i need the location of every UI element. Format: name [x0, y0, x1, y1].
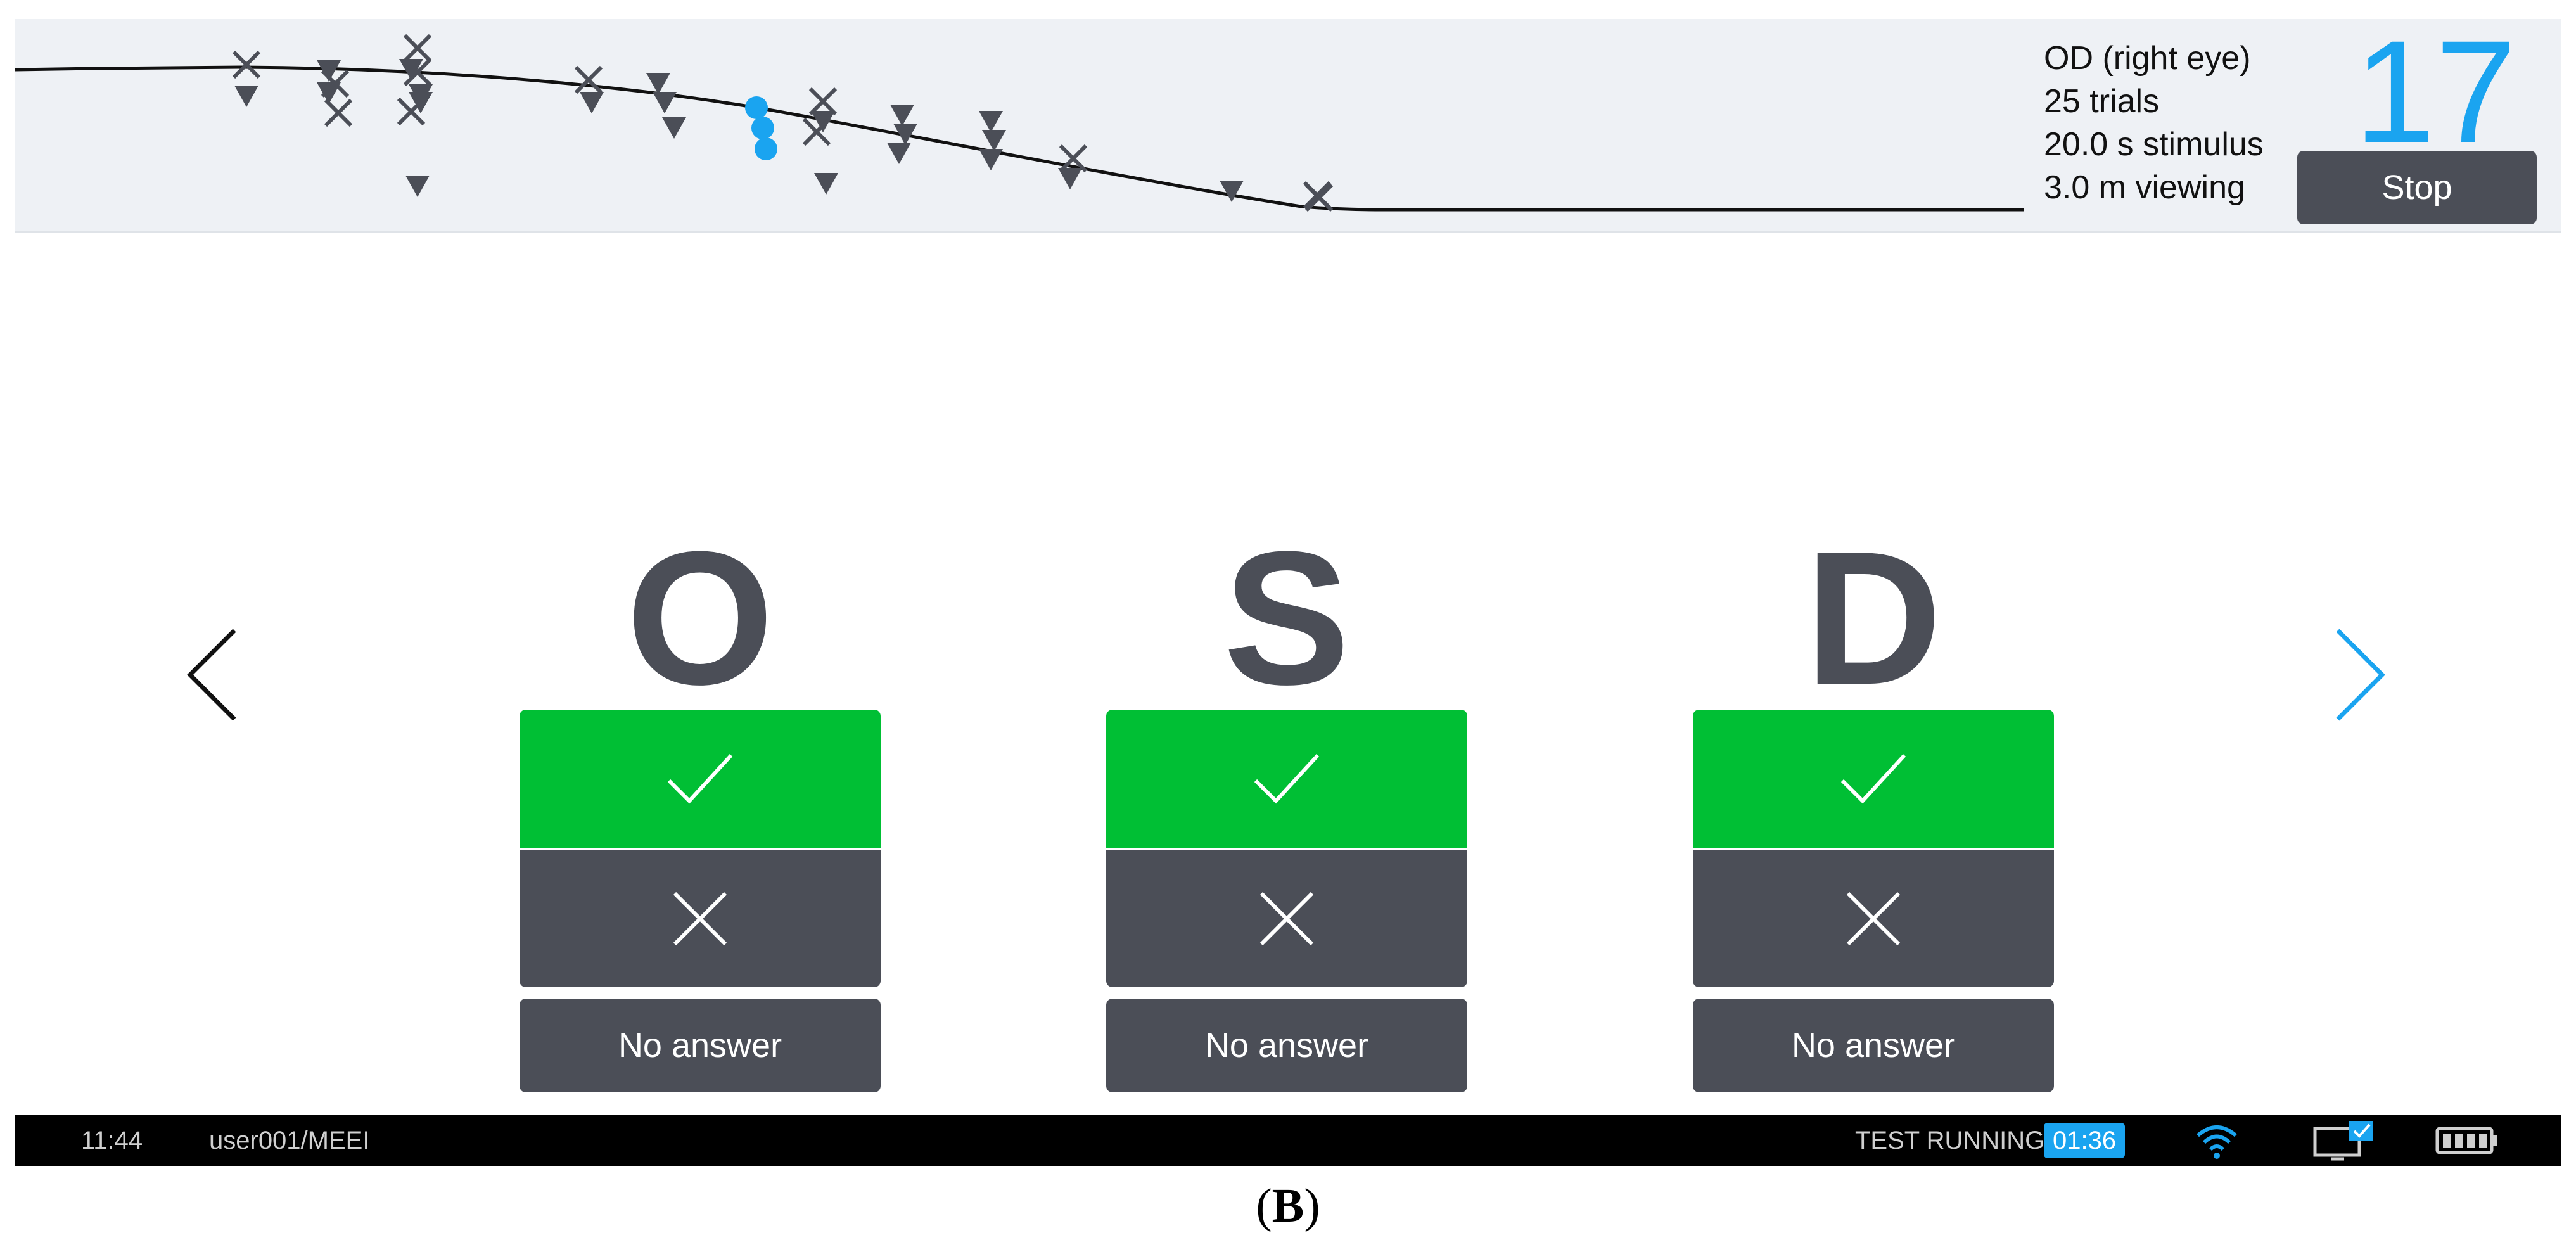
trial-marker-triangle [405, 176, 430, 197]
correct-button[interactable] [1693, 710, 2054, 848]
check-icon [667, 753, 733, 804]
chevron-right-icon[interactable] [2331, 627, 2388, 726]
no-answer-button[interactable]: No answer [1693, 999, 2054, 1092]
trial-marker-triangle [979, 111, 1003, 132]
wrong-button[interactable] [1106, 850, 1467, 987]
stimulus-label: 20.0 s stimulus [2044, 126, 2264, 163]
correct-button[interactable] [1106, 710, 1467, 848]
check-icon [1840, 753, 1906, 804]
trial-marker-triangle [890, 105, 914, 126]
trial-marker-triangle [399, 59, 423, 80]
trial-marker-triangle [317, 60, 341, 82]
staircase-panel: OD (right eye) 25 trials 20.0 s stimulus… [15, 19, 2561, 233]
trial-marker-cross [403, 58, 432, 87]
trial-marker-triangle [653, 92, 677, 113]
check-icon [1254, 753, 1320, 804]
test-timer: 01:36 [2044, 1123, 2126, 1158]
trial-marker-triangle [646, 73, 670, 94]
clock: 11:44 [81, 1126, 143, 1154]
letter-column-2: S No answer [1106, 511, 1467, 1092]
correct-button[interactable] [520, 710, 881, 848]
trial-marker-triangle [1058, 168, 1082, 189]
close-icon [1846, 892, 1901, 946]
letter-glyph: S [1223, 511, 1351, 724]
no-answer-button[interactable]: No answer [520, 999, 881, 1092]
figure-caption: (B) [1256, 1179, 1320, 1232]
current-trial-marker [755, 137, 777, 160]
trial-marker-cross [232, 50, 261, 79]
trial-marker-triangle [662, 117, 686, 139]
trial-number: 17 [2354, 10, 2516, 173]
trial-marker-cross [1059, 144, 1088, 173]
current-trial-marker [745, 96, 768, 119]
trial-marker-triangle [887, 143, 911, 164]
test-status: TEST RUNNING [1855, 1126, 2045, 1154]
trial-marker-cross [324, 98, 353, 127]
trial-marker-cross [802, 117, 831, 146]
close-icon [1259, 892, 1314, 946]
current-trial-marker [751, 117, 774, 139]
trials-label: 25 trials [2044, 83, 2160, 120]
viewing-label: 3.0 m viewing [2044, 169, 2245, 206]
trial-marker-cross [1304, 183, 1334, 212]
trial-marker-triangle [979, 149, 1003, 170]
screen-cast-icon[interactable] [2312, 1115, 2376, 1166]
wifi-icon [2195, 1115, 2239, 1166]
trial-markers [232, 34, 1334, 212]
caption-label: B [1272, 1179, 1304, 1232]
trial-marker-triangle [811, 111, 835, 132]
staircase-chart [15, 34, 2024, 212]
user-label: user001/MEEI [209, 1126, 370, 1154]
close-icon [673, 892, 727, 946]
test-info: OD (right eye) 25 trials 20.0 s stimulus… [2044, 37, 2264, 209]
no-answer-button[interactable]: No answer [1106, 999, 1467, 1092]
letter-column-3: D No answer [1693, 511, 2054, 1092]
trial-marker-triangle [982, 130, 1006, 151]
chevron-left-icon[interactable] [184, 627, 241, 726]
threshold-curve [15, 65, 2024, 212]
trial-marker-cross [574, 65, 603, 94]
trial-marker-triangle [317, 82, 341, 104]
wrong-button[interactable] [520, 850, 881, 987]
trial-marker-triangle [580, 92, 604, 113]
trial-marker-triangle [234, 86, 258, 107]
trial-marker-triangle [1220, 181, 1244, 202]
letter-column-1: O No answer [520, 511, 881, 1092]
eye-label: OD (right eye) [2044, 40, 2251, 77]
letter-glyph: D [1804, 511, 1942, 724]
wrong-button[interactable] [1693, 850, 2054, 987]
trial-marker-cross [808, 87, 838, 116]
trial-marker-triangle [893, 124, 917, 145]
letter-glyph: O [626, 511, 774, 724]
stop-button[interactable]: Stop [2297, 151, 2537, 224]
status-bar: 11:44 user001/MEEI TEST RUNNING 01:36 [15, 1115, 2561, 1166]
trial-marker-triangle [814, 173, 838, 195]
trial-marker-triangle [409, 92, 433, 113]
battery-icon [2435, 1115, 2499, 1166]
trial-marker-cross [403, 34, 432, 63]
